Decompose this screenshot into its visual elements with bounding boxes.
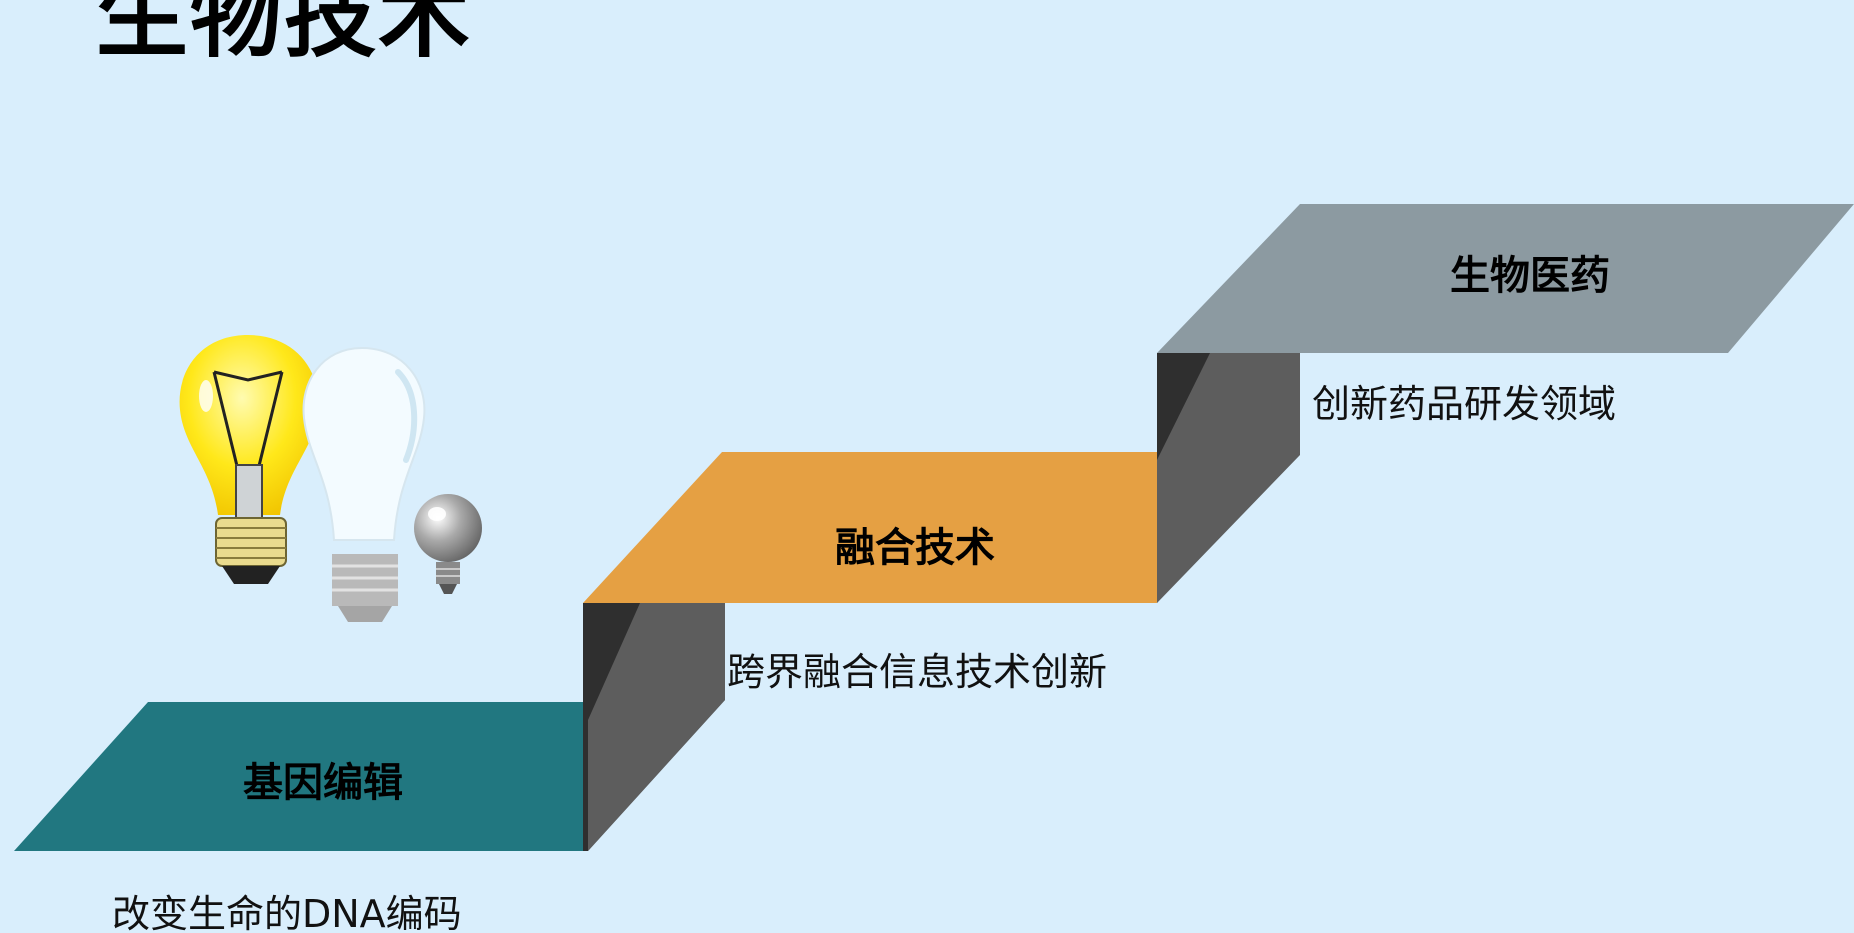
page-title: 生物技术 — [96, 0, 473, 70]
step-1-label: 基因编辑 — [243, 760, 403, 806]
step-1-description: 改变生命的DNA编码 — [112, 892, 462, 933]
step-2-riser-face — [1157, 353, 1300, 603]
lightbulb-clear-icon — [302, 346, 426, 622]
step-3-label: 生物医药 — [1450, 253, 1610, 299]
step-3-platform — [1157, 204, 1854, 353]
step-3-description: 创新药品研发领域 — [1312, 382, 1617, 426]
step-2-platform — [583, 452, 1157, 603]
step-1-platform — [14, 702, 588, 851]
lightbulb-lit-icon — [179, 335, 319, 584]
lightbulb-small-icon — [414, 494, 482, 594]
step-2-label: 融合技术 — [835, 525, 995, 571]
step-2-description: 跨界融合信息技术创新 — [727, 650, 1108, 694]
step-1-riser-face — [588, 603, 725, 851]
